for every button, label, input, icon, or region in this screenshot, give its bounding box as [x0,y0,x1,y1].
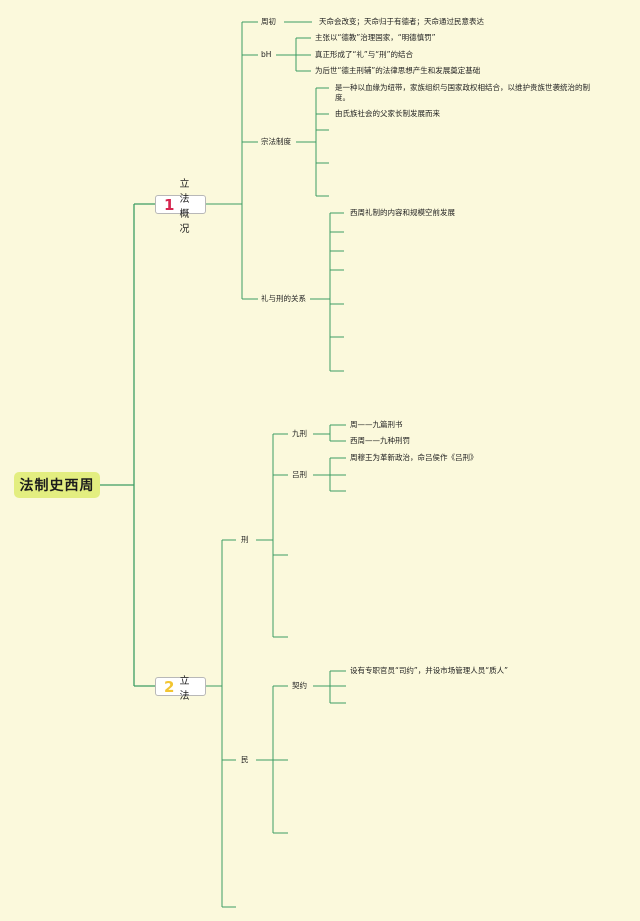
topic-min[interactable]: 民 [241,755,249,764]
topic-jiuxing[interactable]: 九刑 [292,429,307,438]
section-2-node[interactable]: 2 立法 [155,676,206,702]
section-2-label: 立法 [179,675,190,702]
topic-zongfa[interactable]: 宗法制度 [261,137,291,146]
section-1-number: 1 [164,195,175,214]
topic-qiyue[interactable]: 契约 [292,681,307,690]
topic-jiuxing-detail-2[interactable]: 西周——九种刑罚 [350,436,410,445]
topic-qiyue-detail-1[interactable]: 设有专职官员“司约”，并设市场管理人员“质人” [350,666,509,675]
topic-bh[interactable]: bH [261,50,272,59]
topic-zhouchu[interactable]: 周初 [261,17,276,26]
topic-lixing-detail-1[interactable]: 西周礼制的内容和规模空前发展 [350,208,455,217]
topic-zhouchu-detail[interactable]: 天命会改变；天命归于有德者；天命通过民意表达 [319,17,484,26]
topic-lixing[interactable]: 礼与刑的关系 [261,294,306,303]
section-1-node[interactable]: 1 立法概况 [155,179,206,235]
topic-zongfa-detail-2[interactable]: 由氏族社会的父家长制发展而来 [335,109,440,118]
topic-lvxing[interactable]: 吕刑 [292,470,307,479]
topic-bh-detail-2[interactable]: 真正形成了“礼”与“刑”的结合 [315,50,414,59]
section-2-number: 2 [164,677,175,696]
topic-bh-detail-3[interactable]: 为后世“德主刑辅”的法律思想产生和发展奠定基础 [315,66,481,75]
topic-jiuxing-detail-1[interactable]: 周——九篇刑书 [350,420,403,429]
topic-xing[interactable]: 刑 [241,535,249,544]
topic-zongfa-detail-1[interactable]: 是一种以血缘为纽带，家族组织与国家政权相结合，以维护贵族世袭统治的制度。 [335,83,590,102]
topic-lvxing-detail-1[interactable]: 周穆王为革新政治，命吕侯作《吕刑》 [350,453,478,462]
topic-bh-detail-1[interactable]: 主张以“德教”治理国家，“明德慎罚” [315,33,436,42]
section-1-label: 立法概况 [179,178,190,235]
root-topic[interactable]: 法制史西周 [14,472,100,498]
